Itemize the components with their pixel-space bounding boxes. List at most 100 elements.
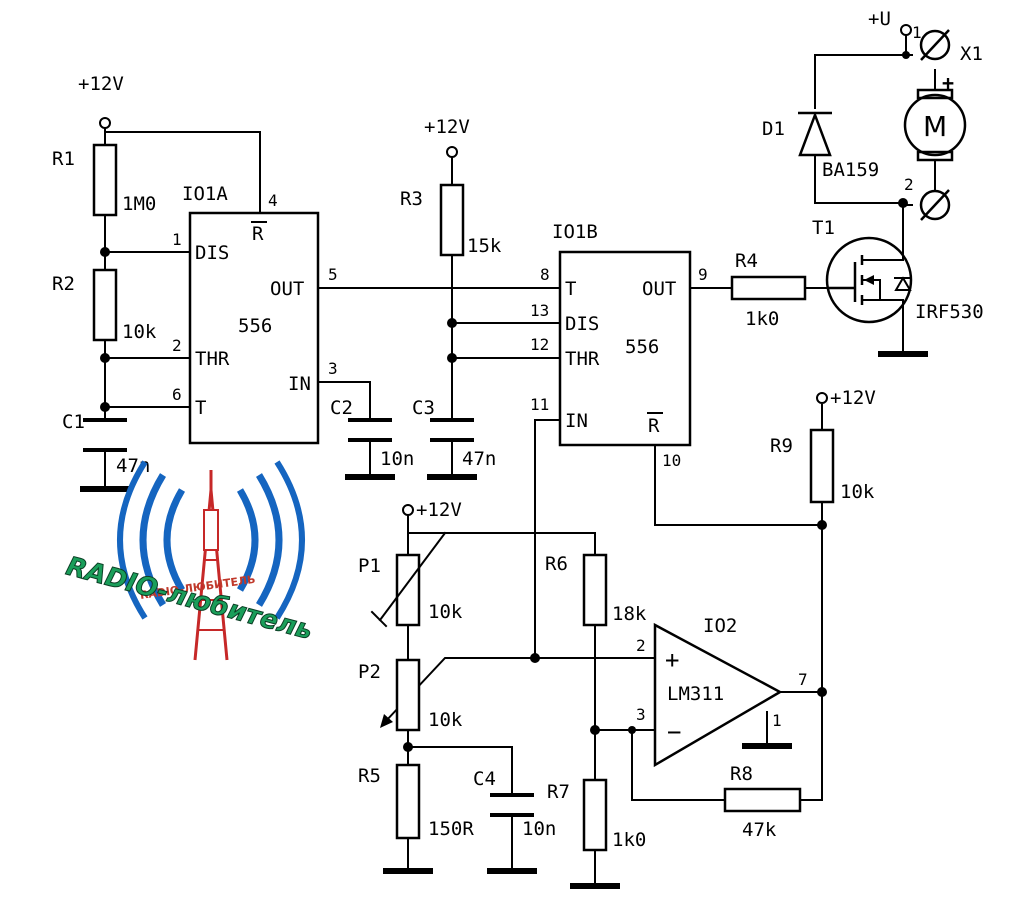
resistor-r2 xyxy=(92,268,118,342)
ic1b-pin-out: OUT xyxy=(642,278,676,300)
r2-value: 10k xyxy=(122,321,157,343)
ic1b-pinnum-t: 8 xyxy=(540,265,550,284)
x1-pin1: 1 xyxy=(912,23,922,42)
r8-value: 47k xyxy=(742,819,777,841)
ic1a-pinnum-out: 5 xyxy=(328,265,338,284)
r1-value: 1M0 xyxy=(122,193,156,215)
potentiometers: P1 10k P2 10k xyxy=(358,531,463,732)
ground-symbols xyxy=(80,351,928,889)
resistors: R1 1M0 R2 10k R3 15k R4 1k0 R9 10k R6 18… xyxy=(52,143,875,852)
resistor-r9 xyxy=(809,428,835,504)
diode-d1: D1 BA159 xyxy=(762,111,879,181)
r4-name: R4 xyxy=(735,250,758,272)
ic1a-pinnum-dis: 1 xyxy=(172,230,182,249)
potentiometer-p2 xyxy=(395,658,421,732)
c4-value: 10n xyxy=(522,818,556,840)
ic2-plus: + xyxy=(665,646,679,674)
r8-name: R8 xyxy=(730,763,753,785)
supply-label-r9: +12V xyxy=(830,387,876,409)
ic2-pinnum-gnd: 1 xyxy=(772,711,782,730)
ic1b-pinnum-thr: 12 xyxy=(530,335,549,354)
ic1a-pinnum-t: 6 xyxy=(172,385,182,404)
r7-value: 1k0 xyxy=(612,829,646,851)
c2-value: 10n xyxy=(380,448,414,470)
ic2-name: IO2 xyxy=(703,615,737,637)
ic1a-pin-in: IN xyxy=(288,373,311,395)
wires xyxy=(104,34,936,886)
p1-value: 10k xyxy=(428,601,463,623)
p2-wiper-arrowhead xyxy=(380,714,393,728)
junctions xyxy=(100,51,910,752)
ic-io2-comparator: IO2 LM311 + − 2 3 7 1 xyxy=(636,615,808,768)
radio-waves-icon xyxy=(163,488,186,592)
ic2-type: LM311 xyxy=(667,683,724,705)
r7-name: R7 xyxy=(547,781,570,803)
r5-value: 150R xyxy=(428,818,474,840)
ic1b-pin-r: R xyxy=(648,415,660,437)
ic1a-pin-thr: THR xyxy=(195,348,230,370)
ic2-pinnum-plus: 2 xyxy=(636,636,646,655)
ic1b-pin-thr: THR xyxy=(565,348,600,370)
ic1b-pinnum-in: 11 xyxy=(530,395,549,414)
resistor-r7 xyxy=(582,778,608,852)
ic1a-pinnum-r: 4 xyxy=(268,191,278,210)
t1-value: IRF530 xyxy=(915,301,984,323)
resistor-r8 xyxy=(723,787,802,813)
ic1a-pin-t: T xyxy=(195,397,206,419)
ic1a-pinnum-thr: 2 xyxy=(172,336,182,355)
r6-name: R6 xyxy=(545,553,568,575)
r9-name: R9 xyxy=(770,435,793,457)
p2-value: 10k xyxy=(428,709,463,731)
motor-connector: X1 1 2 M + xyxy=(903,23,983,221)
r4-value: 1k0 xyxy=(745,308,779,330)
r3-value: 15k xyxy=(467,235,502,257)
r1-name: R1 xyxy=(52,148,75,170)
c3-value: 47n xyxy=(462,448,496,470)
ic1a-pinnum-in: 3 xyxy=(328,359,338,378)
ic2-minus: − xyxy=(667,718,681,746)
supply-label-u: +U xyxy=(868,8,891,30)
resistor-r6 xyxy=(582,553,608,627)
x1-name: X1 xyxy=(960,43,983,65)
resistor-r1 xyxy=(92,143,118,217)
supply-terminals: +12V +12V +12V +12V +U xyxy=(78,8,912,521)
motor-plus: + xyxy=(942,71,954,95)
x1-pin2: 2 xyxy=(904,175,914,194)
supply-label-r3: +12V xyxy=(424,116,470,138)
ic1b-pinnum-out: 9 xyxy=(698,265,708,284)
c1-name: C1 xyxy=(62,411,85,433)
r6-value: 18k xyxy=(612,603,647,625)
motor-symbol xyxy=(903,93,967,157)
d1-value: BA159 xyxy=(822,159,879,181)
ic2-pinnum-minus: 3 xyxy=(636,705,646,724)
c4-name: C4 xyxy=(473,768,496,790)
ic1a-name: IO1A xyxy=(182,183,228,205)
ic1b-pin-in: IN xyxy=(565,410,588,432)
ic1a-type: 556 xyxy=(238,315,272,337)
mosfet-t1: T1 IRF530 xyxy=(812,214,984,331)
r9-value: 10k xyxy=(840,481,875,503)
p1-name: P1 xyxy=(358,555,381,577)
p2-name: P2 xyxy=(358,661,381,683)
ic1b-type: 556 xyxy=(625,336,659,358)
ic1b-pin-t: T xyxy=(565,278,576,300)
t1-name: T1 xyxy=(812,217,835,239)
resistor-r3 xyxy=(439,183,465,257)
ic-io1b: IO1B 556 T DIS THR IN OUT R 8 13 12 11 9… xyxy=(530,221,708,470)
supply-label-r1: +12V xyxy=(78,73,124,95)
resistor-r5 xyxy=(395,763,421,840)
ic1b-pinnum-r: 10 xyxy=(662,451,681,470)
ic-io1a: IO1A 556 DIS THR T OUT IN R 1 2 6 4 5 3 xyxy=(172,183,338,445)
ic1a-pin-out: OUT xyxy=(270,278,304,300)
supply-label-p1: +12V xyxy=(416,499,462,521)
r5-name: R5 xyxy=(358,765,381,787)
r3-name: R3 xyxy=(400,188,423,210)
ic1a-pin-dis: DIS xyxy=(195,242,229,264)
ic1a-pin-r: R xyxy=(252,223,264,245)
radio-tower-icon xyxy=(193,470,229,661)
c3-name: C3 xyxy=(412,397,435,419)
p1-wiper-arrow xyxy=(378,531,447,622)
potentiometer-p1 xyxy=(395,553,421,627)
r2-name: R2 xyxy=(52,273,75,295)
